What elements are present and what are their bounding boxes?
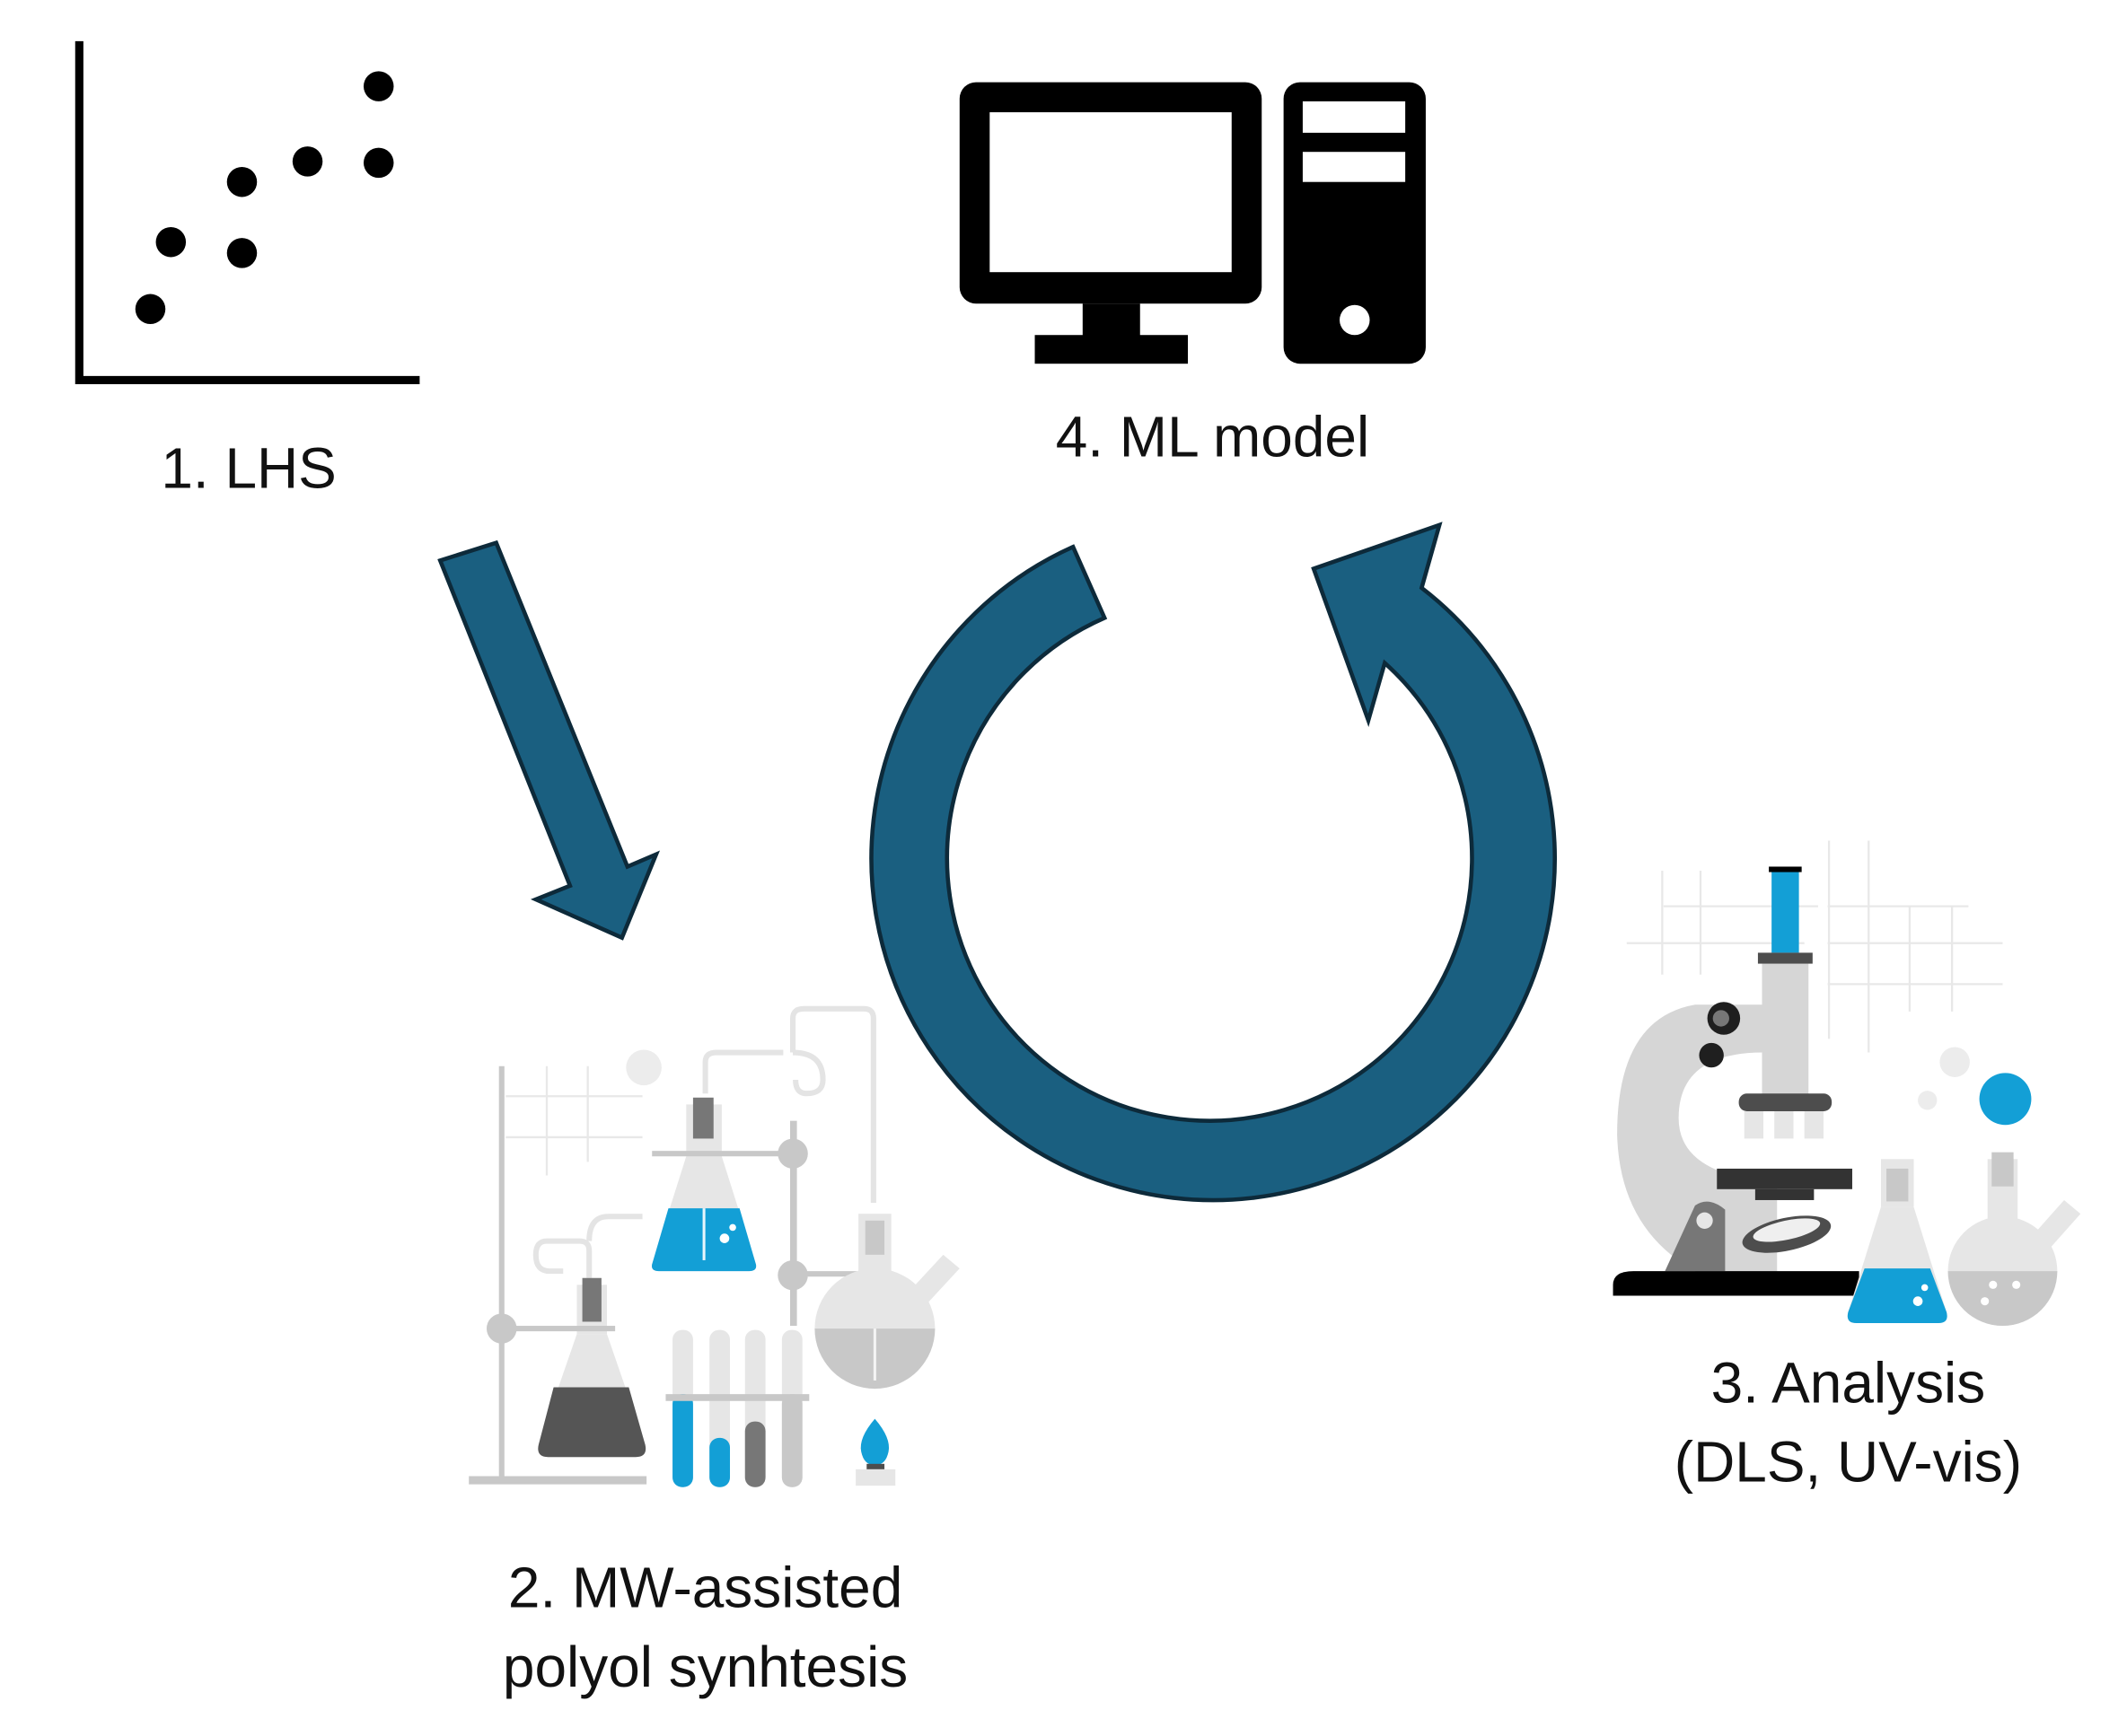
blue-liquid	[1847, 1268, 1947, 1323]
microscope-body	[1762, 963, 1809, 1098]
synthesis-label-line2: polyol synhtesis	[503, 1635, 908, 1699]
eyepiece-tube	[1771, 871, 1799, 953]
flame-icon	[860, 1418, 890, 1466]
desktop-computer-icon	[959, 82, 1426, 364]
clamp-bar	[793, 1271, 868, 1277]
microscope-stage	[1717, 1168, 1852, 1189]
scatter-dot	[363, 147, 394, 179]
gray-liquid	[1947, 1271, 2058, 1327]
objective-lens	[1804, 1111, 1824, 1139]
bubble	[719, 1233, 730, 1243]
test-tube-rack	[665, 1329, 810, 1487]
stand-rod	[498, 1065, 505, 1484]
stand-base	[469, 1476, 647, 1485]
test-tube-liquid	[744, 1421, 766, 1487]
bubble	[1920, 1284, 1929, 1292]
clamp-bar	[652, 1151, 794, 1157]
bubble	[1989, 1280, 1998, 1289]
flask-stopper	[1991, 1152, 2014, 1187]
test-tube-liquid	[781, 1394, 803, 1487]
bubble	[626, 1049, 662, 1086]
lab-glassware-icon	[469, 1005, 960, 1487]
glass-tubing	[702, 1005, 876, 1204]
glass-highlight	[702, 1208, 706, 1260]
power-button	[1340, 304, 1370, 336]
dark-liquid	[538, 1387, 646, 1458]
analysis-label-line1: 3. Analysis	[1711, 1350, 1986, 1415]
clamp-knob	[487, 1313, 517, 1344]
straight-arrow	[437, 539, 661, 941]
bubble	[1979, 1073, 2032, 1126]
tube-collar	[1757, 952, 1813, 964]
bubble	[1918, 1091, 1938, 1110]
flask-stopper	[1886, 1168, 1909, 1202]
burner-base	[856, 1469, 896, 1486]
synthesis-label-line1: 2. MW-assisted	[508, 1556, 902, 1620]
analysis-label-line2: (DLS, UV-vis)	[1674, 1430, 2022, 1495]
clamp-bar	[501, 1326, 616, 1332]
plot-axes	[75, 40, 420, 385]
pivot-screw	[1696, 1212, 1713, 1229]
bubble	[1981, 1297, 1990, 1306]
nosepiece	[1738, 1093, 1833, 1112]
fine-focus-knob	[1699, 1042, 1724, 1068]
knob-center	[1712, 1010, 1729, 1027]
monitor-stand	[1082, 303, 1140, 337]
clamp-knob	[778, 1259, 808, 1291]
glass-highlight	[873, 1328, 876, 1381]
background-grid	[505, 1065, 643, 1176]
bubble	[1912, 1296, 1923, 1306]
scatter-dot	[363, 71, 394, 101]
drive-bay	[1302, 152, 1406, 182]
scatter-plot-icon	[75, 40, 420, 385]
burner-top	[866, 1463, 885, 1469]
monitor-base	[1034, 335, 1189, 364]
ml-model-label: 4. ML model	[1056, 405, 1369, 469]
scatter-dot	[226, 166, 258, 197]
drive-bay	[1302, 101, 1406, 133]
scatter-dot	[155, 226, 187, 258]
mirror-glass	[1753, 1218, 1821, 1242]
scatter-dot	[226, 238, 258, 268]
flask-stopper	[582, 1277, 602, 1322]
flask-stopper	[865, 1220, 885, 1255]
flask-stopper	[692, 1097, 714, 1139]
bubble	[2012, 1280, 2021, 1289]
rack-bar	[665, 1394, 810, 1401]
glass-tubing	[532, 1214, 643, 1278]
objective-lens	[1744, 1111, 1764, 1139]
microscope-icon	[1613, 840, 2081, 1327]
monitor-screen	[989, 112, 1232, 273]
stand-rod	[790, 1120, 797, 1327]
test-tube-liquid	[709, 1437, 731, 1487]
clamp-knob	[778, 1138, 808, 1169]
test-tube-liquid	[672, 1394, 693, 1487]
microscope-arm	[1617, 1004, 1778, 1278]
bubble	[729, 1223, 736, 1232]
objective-lens	[1774, 1111, 1794, 1139]
scatter-dot	[135, 294, 166, 325]
circular-arrow	[869, 522, 1557, 1203]
stage-clip	[1754, 1188, 1815, 1200]
eyepiece-cap	[1769, 866, 1802, 872]
bubble	[1939, 1047, 1970, 1077]
lhs-label: 1. LHS	[161, 436, 336, 501]
scatter-dot	[292, 146, 323, 177]
microscope-base	[1613, 1271, 1859, 1296]
